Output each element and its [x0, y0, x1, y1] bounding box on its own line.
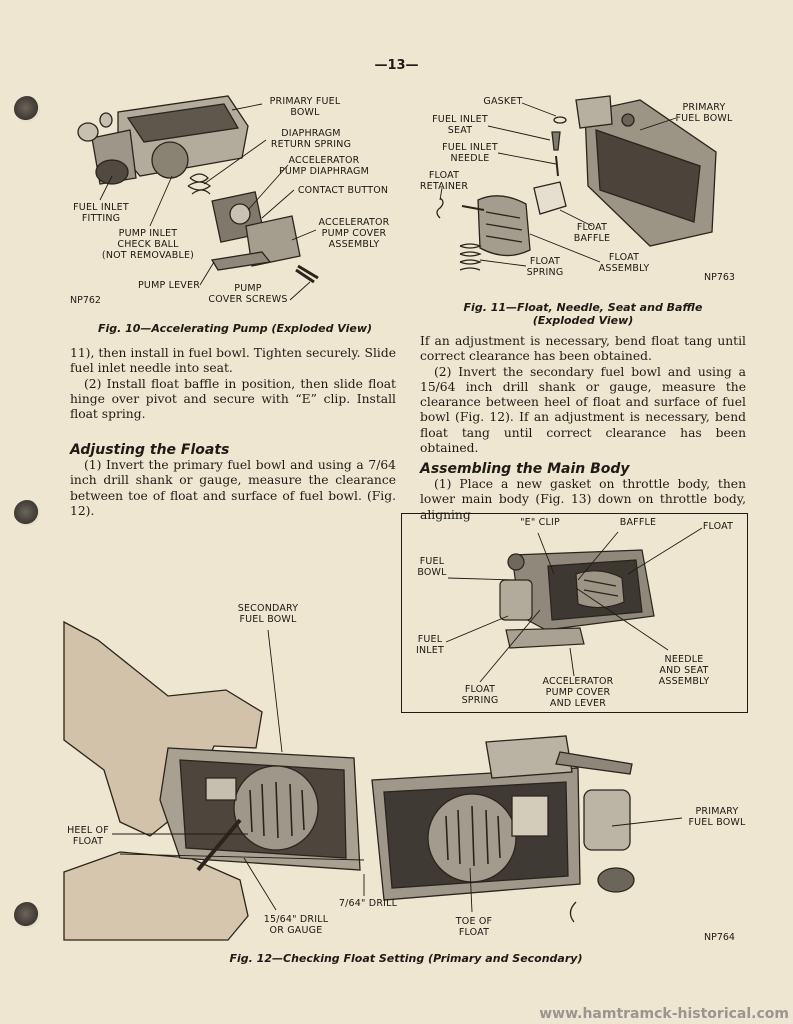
label-fig13-fuel-bowl: FUEL BOWL: [417, 556, 447, 578]
label-fig11-primary-fuel-bowl: PRIMARY FUEL BOWL: [675, 102, 733, 124]
label-fuel-inlet-needle: FUEL INLET NEEDLE: [442, 142, 498, 164]
label-pump-lever: PUMP LEVER: [137, 280, 201, 291]
label-secondary-fuel-bowl: SECONDARY FUEL BOWL: [237, 603, 299, 625]
right-para3: (1) Place a new gasket on throttle body,…: [420, 477, 746, 522]
label-fuel-inlet-fitting: FUEL INLET FITTING: [73, 202, 129, 224]
label-pump-cover-and-lever: ACCELERATOR PUMP COVER AND LEVER: [542, 676, 614, 709]
fig10-code: NP762: [70, 295, 101, 306]
label-pump-inlet-check-ball: PUMP INLET CHECK BALL (NOT REMOVABLE): [101, 228, 195, 261]
fig12-caption: Fig. 12—Checking Float Setting (Primary …: [229, 952, 583, 965]
left-para1: 11), then install in fuel bowl. Tighten …: [70, 346, 396, 376]
fig13-frame: [401, 513, 748, 713]
left-column-bottom: (1) Invert the primary fuel bowl and usi…: [70, 458, 396, 519]
label-gasket: GASKET: [483, 96, 523, 107]
label-heel-of-float: HEEL OF FLOAT: [67, 825, 109, 847]
label-fig12-primary-fuel-bowl: PRIMARY FUEL BOWL: [688, 806, 746, 828]
fig10-illustration: [77, 95, 319, 284]
fig10-caption: Fig. 10—Accelerating Pump (Exploded View…: [97, 322, 373, 335]
fig11-caption: Fig. 11—Float, Needle, Seat and Baffle (…: [463, 301, 703, 327]
label-float-retainer: FLOAT RETAINER: [419, 170, 469, 192]
left-para2: (2) Install float baffle in position, th…: [70, 376, 396, 422]
label-fuel-inlet-seat: FUEL INLET SEAT: [432, 114, 488, 136]
right-column-top: If an adjustment is necessary, bend floa…: [420, 334, 746, 456]
label-contact-button: CONTACT BUTTON: [297, 185, 389, 196]
label-e-clip: "E" CLIP: [520, 517, 560, 528]
binder-hole: [14, 500, 40, 526]
fig12-code: NP764: [704, 932, 735, 943]
label-primary-fuel-bowl: PRIMARY FUEL BOWL: [269, 96, 341, 118]
heading-assembling-main-body: Assembling the Main Body: [420, 461, 630, 477]
right-column-bottom: (1) Place a new gasket on throttle body,…: [420, 477, 746, 523]
label-toe-of-float: TOE OF FLOAT: [455, 916, 493, 938]
label-drill-7-64: 7/64" DRILL: [338, 898, 398, 909]
left-para3: (1) Invert the primary fuel bowl and usi…: [70, 458, 396, 518]
left-column-top: 11), then install in fuel bowl. Tighten …: [70, 346, 396, 422]
label-diaphragm-return-spring: DIAPHRAGM RETURN SPRING: [270, 128, 352, 150]
binder-hole: [14, 902, 40, 928]
label-baffle: BAFFLE: [619, 517, 657, 528]
fig13-illustration: [499, 549, 655, 649]
right-para1: If an adjustment is necessary, bend floa…: [420, 334, 746, 364]
heading-adjusting-floats: Adjusting the Floats: [70, 442, 230, 458]
label-float-spring: FLOAT SPRING: [526, 256, 564, 278]
fig12-illustration: [63, 620, 635, 941]
label-pump-cover-screws: PUMP COVER SCREWS: [208, 283, 288, 305]
leader-lines: [99, 102, 703, 913]
label-fig13-float: FLOAT: [702, 521, 734, 532]
right-para2: (2) Invert the secondary fuel bowl and u…: [420, 364, 746, 456]
label-accelerator-pump-cover-assembly: ACCELERATOR PUMP COVER ASSEMBLY: [318, 217, 390, 250]
label-fig13-fuel-inlet: FUEL INLET: [415, 634, 444, 656]
binder-hole: [14, 96, 40, 122]
page-number: —13—: [374, 58, 419, 73]
label-drill-15-64: 15/64" DRILL OR GAUGE: [263, 914, 329, 936]
source-watermark: www.hamtramck-historical.com: [539, 1006, 789, 1022]
fig11-code: NP763: [704, 272, 735, 283]
label-float-assembly: FLOAT ASSEMBLY: [598, 252, 650, 274]
label-fig13-float-spring: FLOAT SPRING: [461, 684, 499, 706]
label-needle-seat-assembly: NEEDLE AND SEAT ASSEMBLY: [658, 654, 710, 687]
label-accelerator-pump-diaphragm: ACCELERATOR PUMP DIAPHRAGM: [278, 155, 370, 177]
label-float-baffle: FLOAT BAFFLE: [573, 222, 611, 244]
fig11-illustration: [436, 95, 717, 271]
